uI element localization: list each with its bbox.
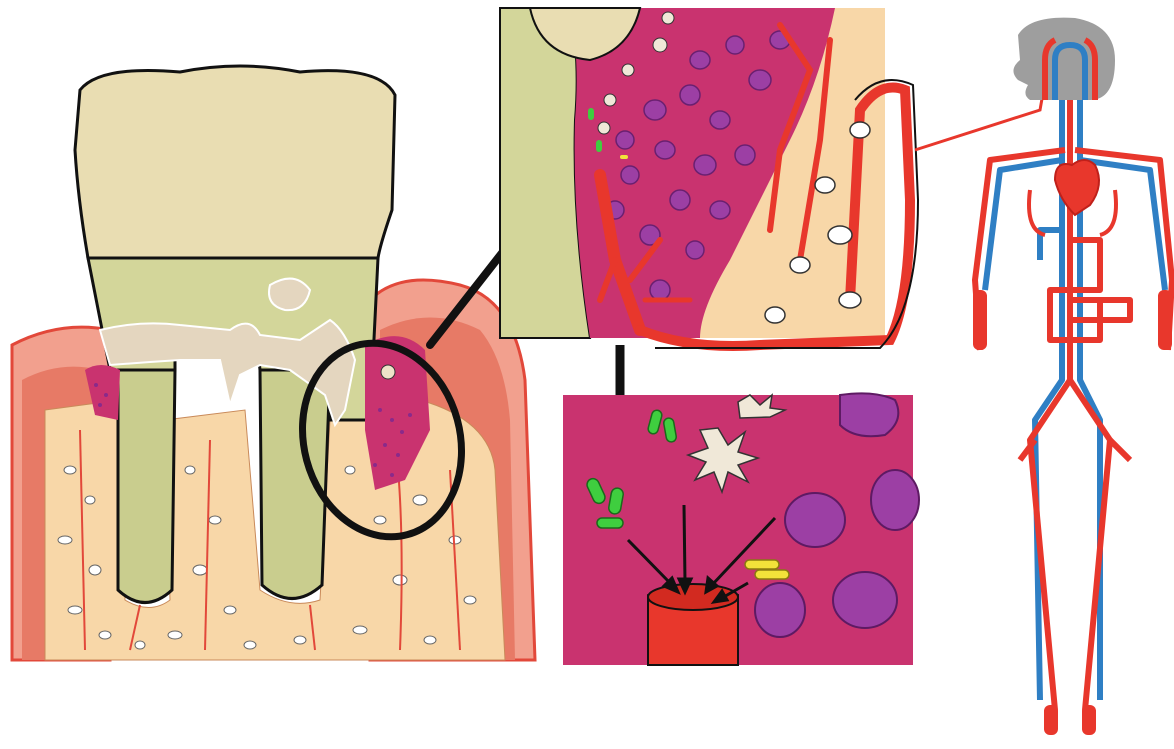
bacteria-vessel-panel (563, 393, 919, 665)
artery-network (975, 40, 1172, 710)
feet-icon (1044, 705, 1096, 735)
tooth-panel (12, 66, 535, 660)
vein-network (985, 45, 1165, 700)
tooth-crown (75, 66, 395, 258)
tooth-root-left (118, 370, 175, 603)
body-circulation-panel (973, 18, 1172, 735)
pocket-cell (381, 365, 395, 379)
head-icon (1013, 18, 1115, 100)
tissue-closeup-panel (500, 8, 918, 348)
